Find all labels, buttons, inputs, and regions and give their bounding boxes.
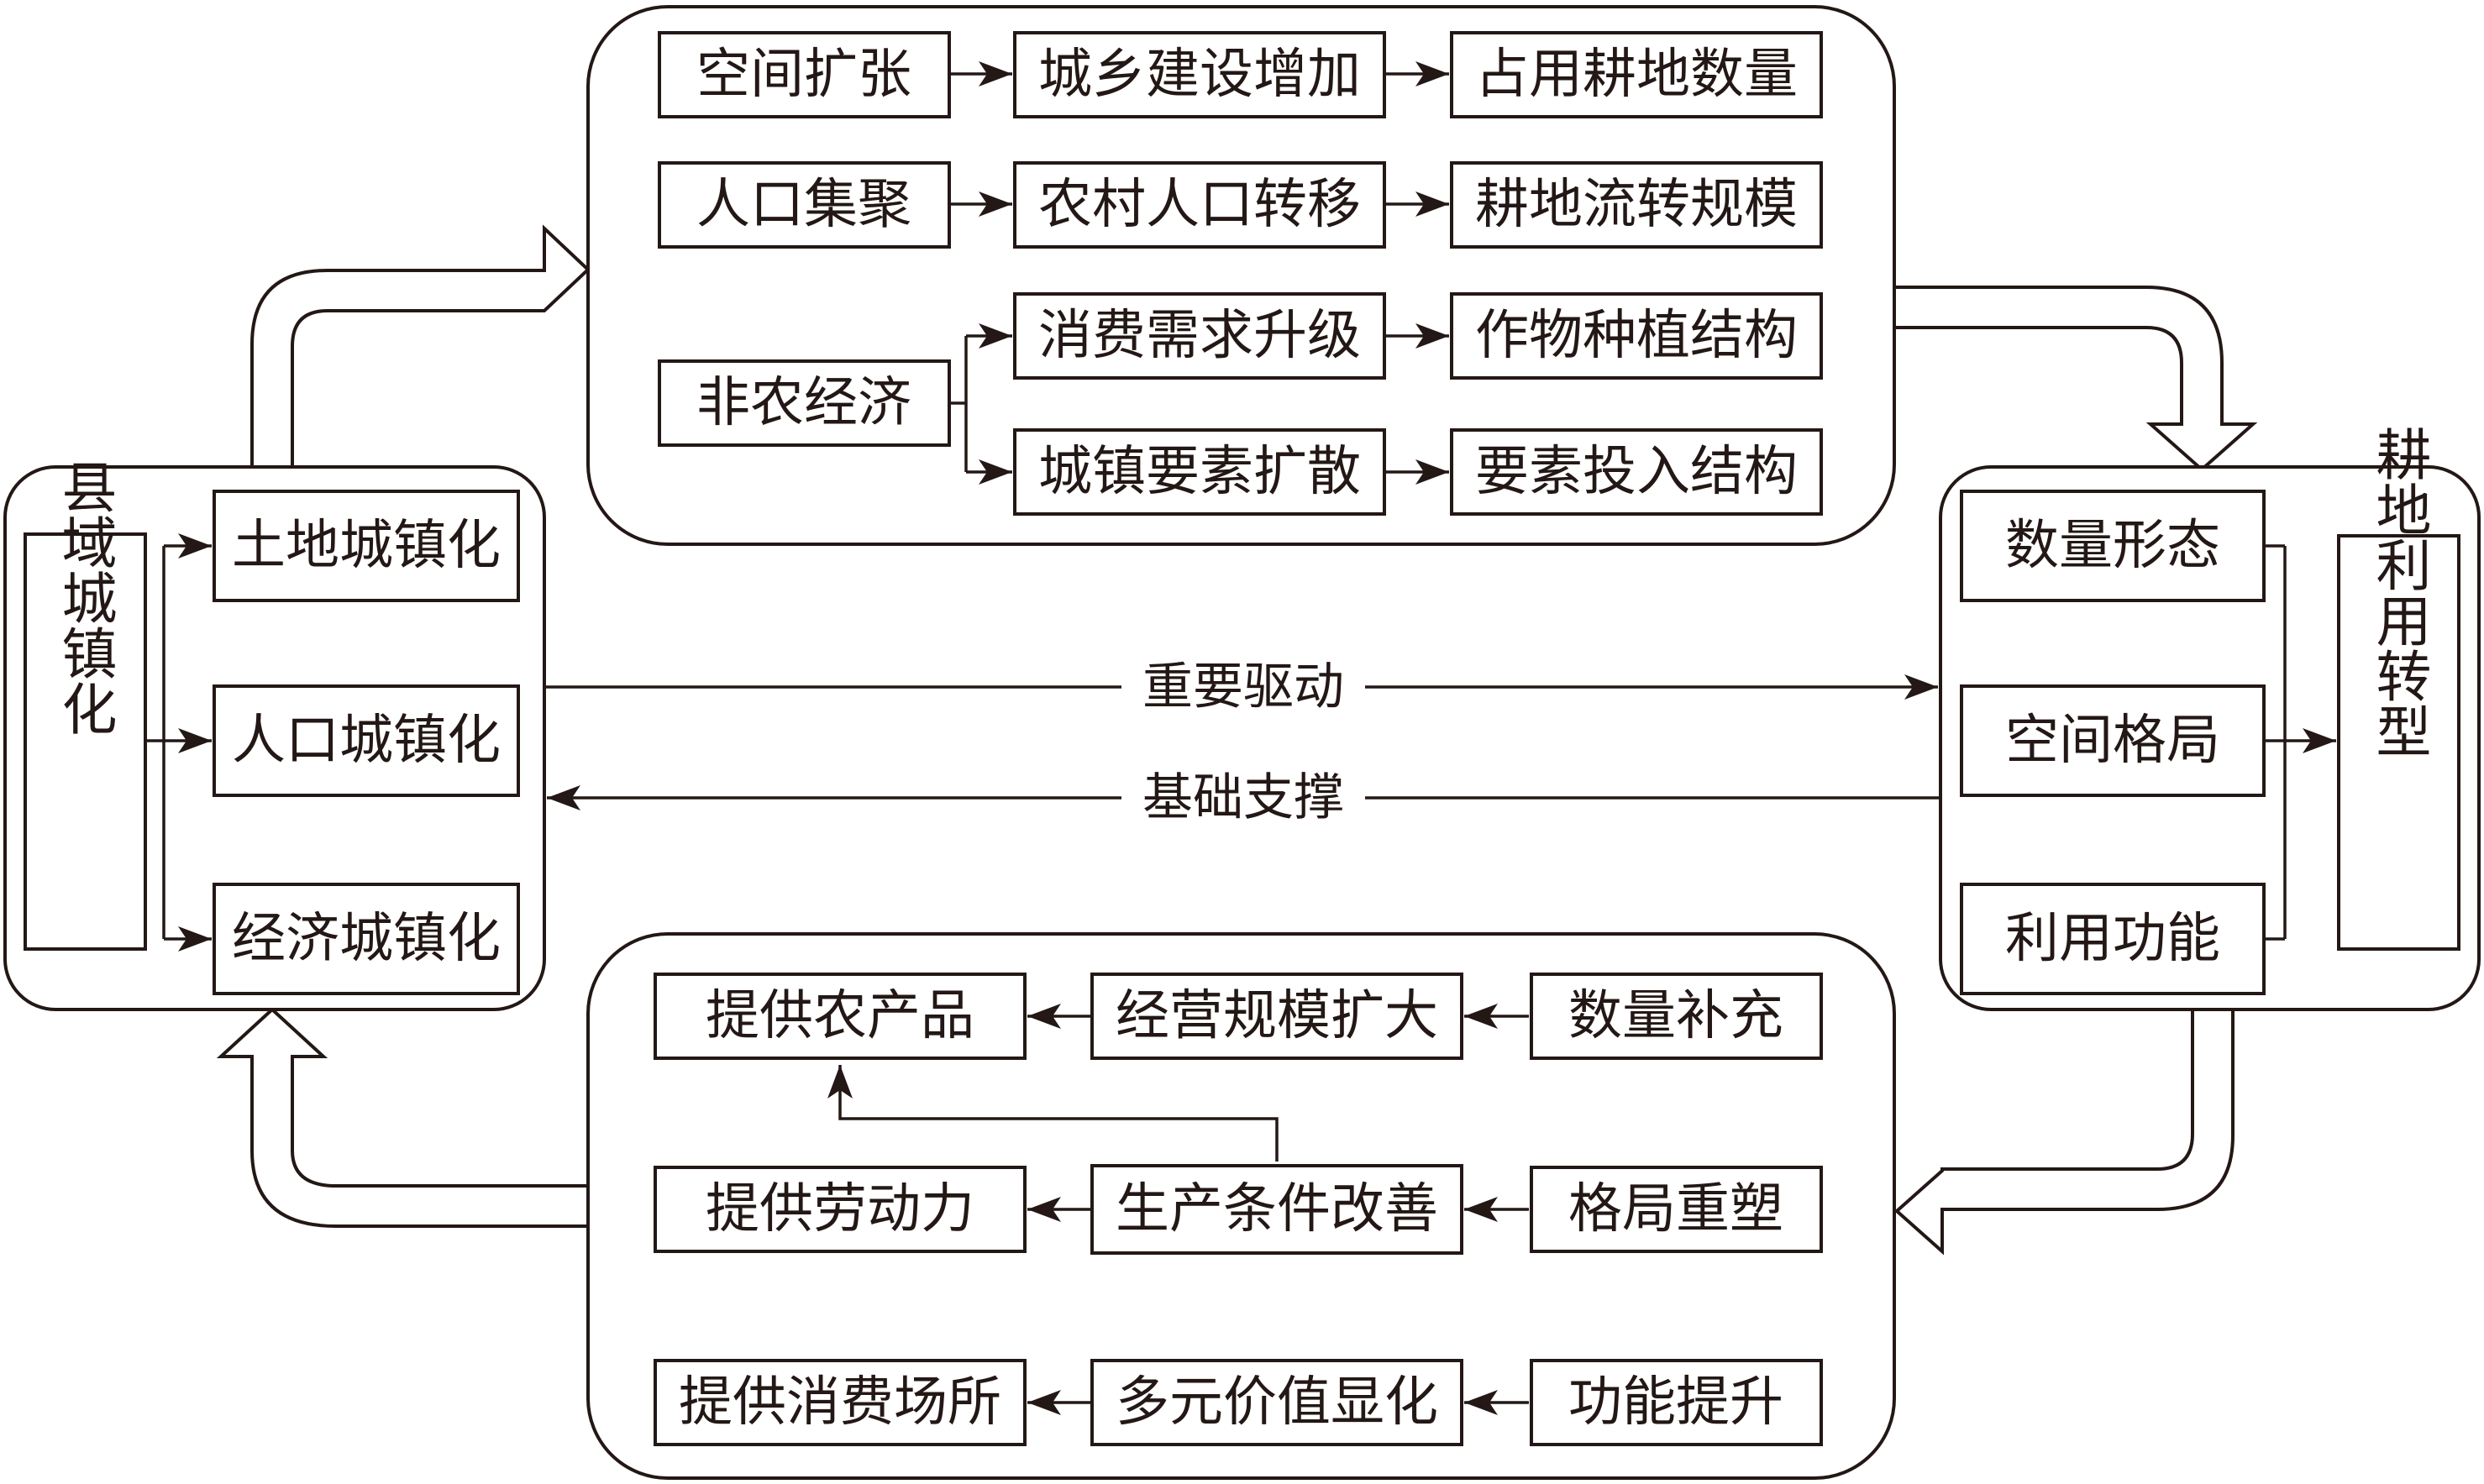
bottom-row-2-middle: 生产条件改善 [1116,1178,1438,1240]
bottom-row-2-source: 格局重塑 [1568,1178,1783,1240]
top-row-3: 非农经济 消费需求升级 城镇要素扩散 作物种植结构 要素投入结构 [658,292,1823,516]
top-row-3-source: 非农经济 [696,372,911,434]
right-item-pattern: 空间格局 [2005,710,2220,772]
top-row-1-result: 占用耕地数量 [1475,44,1798,106]
top-row-3-result-a: 作物种植结构 [1475,305,1798,367]
top-row-1-middle: 城乡建设增加 [1038,44,1361,106]
right-group-title: 耕地利用转型 [2367,426,2432,758]
top-row-1-source: 空间扩张 [696,44,911,106]
top-group-connectors [949,61,1449,485]
forward-link-label: 重要驱动 [1142,658,1344,716]
bottom-row-1-result: 提供农产品 [706,985,974,1047]
bottom-row-1-source: 数量补充 [1568,985,1783,1047]
left-item-economy: 经济城镇化 [232,908,501,970]
left-group: 县域城镇化 土地城镇化 人口城镇化 经济城镇化 [24,459,520,995]
left-item-population: 人口城镇化 [232,710,501,772]
bottom-row-1: 数量补充 经营规模扩大 提供农产品 [654,973,1823,1060]
top-row-3-result-b: 要素投入结构 [1475,441,1798,503]
left-group-title: 县域城镇化 [53,459,118,736]
bottom-row-1-middle: 经营规模扩大 [1116,985,1438,1047]
right-item-quantity: 数量形态 [2005,515,2220,577]
flow-arrow-bottom-to-left [216,1007,590,1228]
bottom-row-2-result: 提供劳动力 [706,1178,974,1240]
flow-arrow-left-to-top [250,224,591,469]
bottom-group-connectors [827,1004,1529,1415]
left-item-land: 土地城镇化 [232,515,501,577]
top-row-2-source: 人口集聚 [696,174,911,236]
top-row-1: 空间扩张 城乡建设增加 占用耕地数量 [658,31,1823,118]
top-row-3-middle-a: 消费需求升级 [1038,305,1361,367]
top-row-2-middle: 农村人口转移 [1038,174,1361,236]
bottom-row-2: 格局重塑 生产条件改善 提供劳动力 [654,1164,1823,1255]
flow-arrow-right-to-bottom [1893,1008,2235,1256]
bottom-row-3-source: 功能提升 [1568,1371,1783,1434]
right-item-function: 利用功能 [2005,908,2220,970]
top-row-2-result: 耕地流转规模 [1475,174,1798,236]
right-group: 数量形态 空间格局 利用功能 耕地利用转型 [1960,426,2460,995]
top-row-3-middle-b: 城镇要素扩散 [1038,441,1361,503]
backward-link-label: 基础支撑 [1142,768,1344,827]
bottom-row-3-middle: 多元价值显化 [1116,1371,1438,1434]
center-links: 重要驱动 基础支撑 [544,658,1940,827]
bottom-row-3: 功能提升 多元价值显化 提供消费场所 [654,1359,1823,1446]
bottom-row-3-result: 提供消费场所 [679,1371,1001,1434]
top-row-2: 人口集聚 农村人口转移 耕地流转规模 [658,161,1823,249]
flow-arrow-top-to-right [1893,286,2258,472]
